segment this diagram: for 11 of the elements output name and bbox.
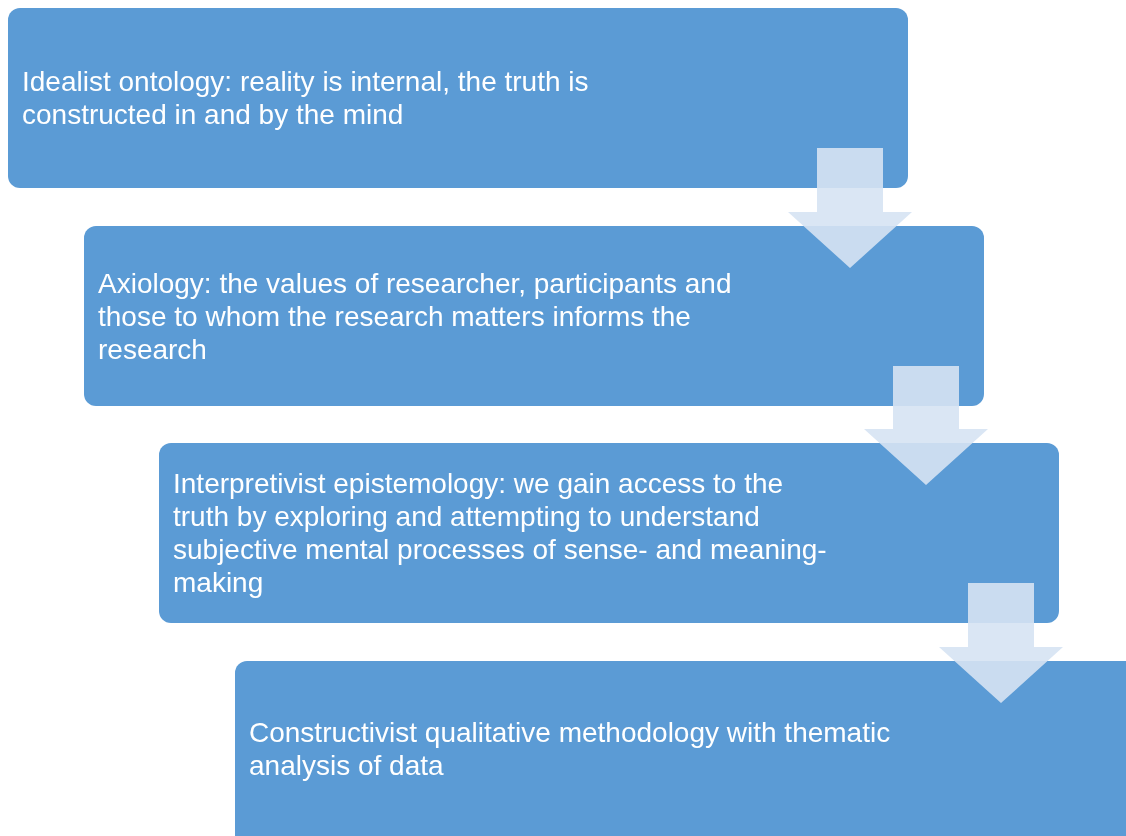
process-box [84,226,984,406]
down-arrow [788,148,912,268]
down-arrow [864,366,988,485]
box-text: Axiology: the values of researcher, participants and those to whom the research matters informs the research [98,266,733,366]
box-text: Constructivist qualitative methodology with thematic analysis of data [249,715,892,782]
down-arrow [939,583,1063,703]
process-box [235,661,1126,836]
box-text: Idealist ontology: reality is internal, the truth is constructed in and by the mind [22,65,590,131]
process-box [159,443,1059,623]
box-text: Interpretivist epistemology: we gain access to the truth by exploring and attempting to understand subjective mental processes of sense- and meaning- making [173,467,828,599]
process-box [8,8,908,188]
